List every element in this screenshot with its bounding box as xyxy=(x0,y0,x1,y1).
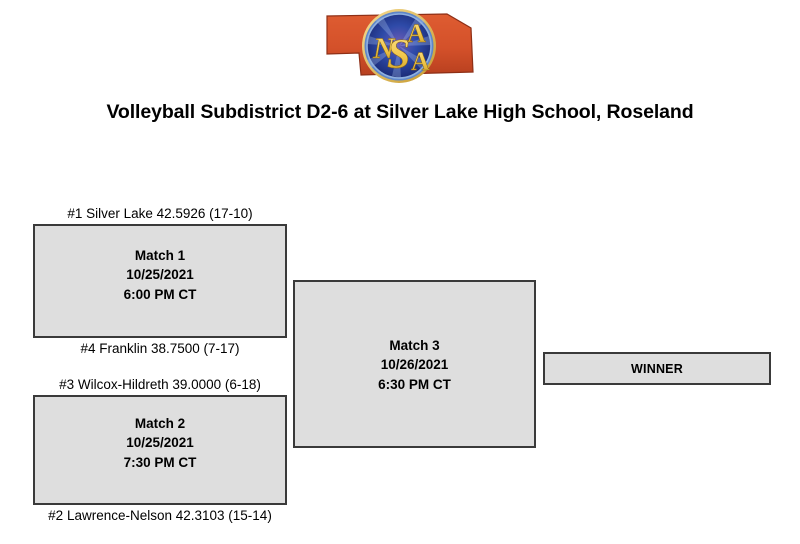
svg-text:S: S xyxy=(387,32,410,78)
svg-text:A: A xyxy=(411,47,430,76)
match-2-details: Match 2 10/25/2021 7:30 PM CT xyxy=(124,414,197,471)
seed-label-3: #3 Wilcox-Hildreth 39.0000 (6-18) xyxy=(59,377,261,392)
match-box-1[interactable]: Match 1 10/25/2021 6:00 PM CT xyxy=(33,224,287,338)
match-3-details: Match 3 10/26/2021 6:30 PM CT xyxy=(378,336,451,393)
page-title: Volleyball Subdistrict D2-6 at Silver La… xyxy=(106,101,694,123)
match-1-details: Match 1 10/25/2021 6:00 PM CT xyxy=(124,246,197,303)
match-2-time: 7:30 PM CT xyxy=(123,454,197,470)
match-box-2[interactable]: Match 2 10/25/2021 7:30 PM CT xyxy=(33,395,287,505)
match-1-time: 6:00 PM CT xyxy=(123,286,197,302)
match-2-name: Match 2 xyxy=(134,416,186,432)
seed-label-2: #2 Lawrence-Nelson 42.3103 (15-14) xyxy=(48,508,272,523)
svg-text:N: N xyxy=(372,32,396,65)
seed-label-4: #4 Franklin 38.7500 (7-17) xyxy=(80,341,240,356)
match-1-date: 10/25/2021 xyxy=(126,267,194,283)
match-box-3[interactable]: Match 3 10/26/2021 6:30 PM CT xyxy=(293,280,536,448)
match-1-name: Match 1 xyxy=(134,248,186,264)
winner-box[interactable]: WINNER xyxy=(543,352,771,385)
seed-label-1: #1 Silver Lake 42.5926 (17-10) xyxy=(67,206,253,221)
match-3-time: 6:30 PM CT xyxy=(378,376,451,392)
match-3-date: 10/26/2021 xyxy=(380,357,449,373)
nsaa-logo-icon: N S A A xyxy=(326,9,474,83)
nsaa-letters: N S A A xyxy=(372,19,431,79)
nsaa-emblem-circle xyxy=(362,9,436,83)
match-3-name: Match 3 xyxy=(389,338,440,354)
winner-label: WINNER xyxy=(631,361,683,376)
svg-text:A: A xyxy=(407,19,426,48)
match-2-date: 10/25/2021 xyxy=(126,435,194,451)
nsaa-logo: N S A A xyxy=(321,6,481,86)
